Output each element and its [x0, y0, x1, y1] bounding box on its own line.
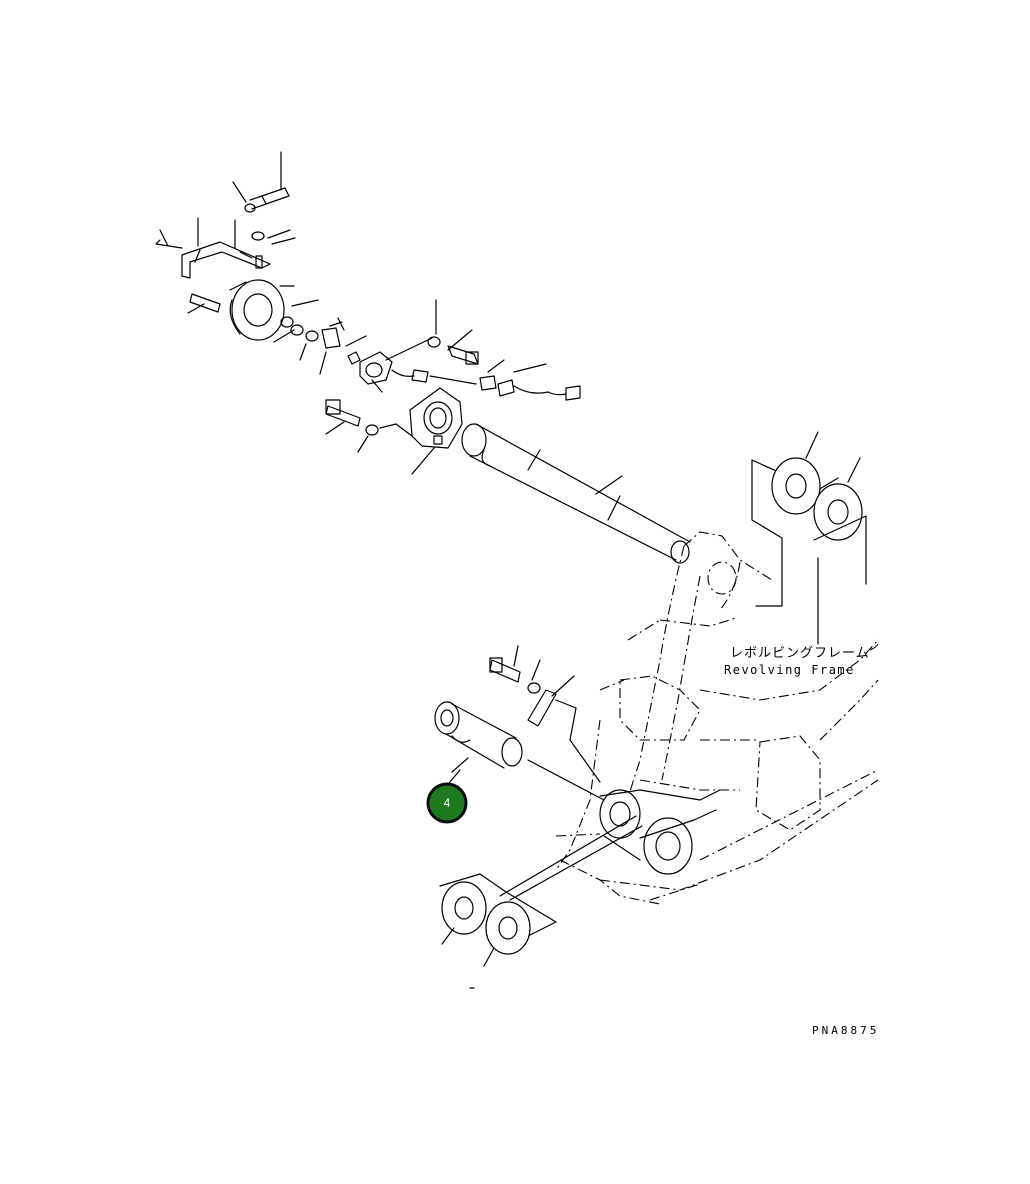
frame-label: レボルビングフレーム Revolving Frame	[724, 646, 870, 677]
revolving-frame-outline	[555, 531, 879, 905]
frame-label-japanese: レボルビングフレーム	[730, 646, 870, 661]
lower-rod	[499, 815, 643, 901]
long-pin	[461, 423, 691, 564]
shims-upper	[751, 431, 867, 645]
bearing-housing	[325, 387, 463, 475]
frame-label-english: Revolving Frame	[724, 663, 855, 677]
drawing-code: PNA8875	[812, 1024, 879, 1037]
callout-circle[interactable]	[426, 782, 468, 824]
lower-fasteners	[489, 645, 601, 783]
callout-badge[interactable]: 4	[426, 782, 468, 824]
callout-number[interactable]: 4	[444, 796, 451, 810]
short-pin	[434, 701, 605, 801]
shims-lower	[439, 873, 557, 989]
sensor-harness	[359, 299, 581, 401]
bracket-assembly	[155, 151, 367, 375]
